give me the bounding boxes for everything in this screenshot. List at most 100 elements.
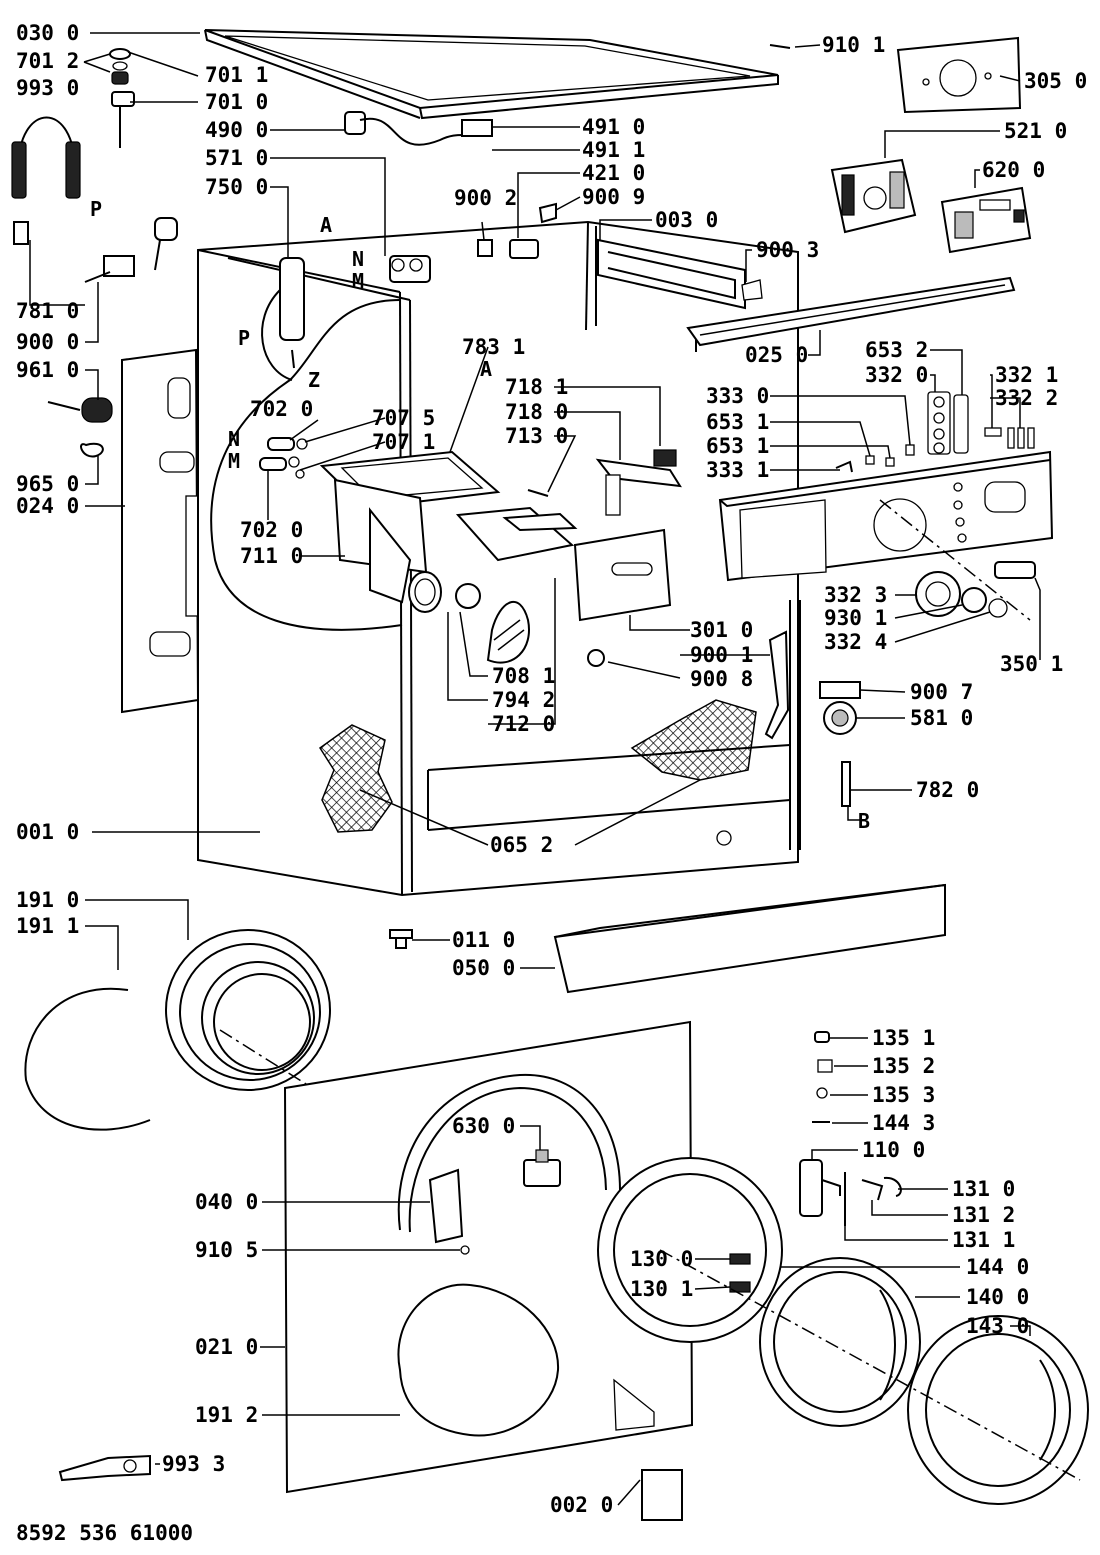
label-001-0: 001 0 — [16, 820, 79, 844]
label-350-1: 350 1 — [1000, 652, 1063, 676]
label-993-0: 993 0 — [16, 76, 79, 100]
label-065-2: 065 2 — [490, 833, 553, 857]
label-490-0: 490 0 — [205, 118, 268, 142]
label-131-0: 131 0 — [952, 1177, 1015, 1201]
label-491-1: 491 1 — [582, 138, 645, 162]
hinge-screws — [812, 1031, 833, 1123]
letter-z-hose: Z — [308, 368, 320, 392]
label-900-3: 900 3 — [756, 238, 819, 262]
label-581-0: 581 0 — [910, 706, 973, 730]
label-930-1: 930 1 — [824, 606, 887, 630]
main-board — [940, 186, 1032, 254]
service-tool — [58, 1454, 151, 1482]
label-050-0: 050 0 — [452, 956, 515, 980]
label-653-1-a: 653 1 — [706, 410, 769, 434]
label-993-3: 993 3 — [162, 1452, 225, 1476]
program-knob — [915, 561, 1036, 618]
label-718-0: 718 0 — [505, 400, 568, 424]
plinth — [553, 883, 946, 994]
letter-a-tube: A — [480, 357, 492, 381]
mains-cable — [344, 111, 493, 146]
label-191-1: 191 1 — [16, 914, 79, 938]
label-712-0: 712 0 — [492, 712, 555, 736]
label-135-2: 135 2 — [872, 1054, 935, 1078]
label-707-1: 707 1 — [372, 430, 435, 454]
label-708-1: 708 1 — [492, 664, 555, 688]
label-332-1: 332 1 — [995, 363, 1058, 387]
water-valve — [389, 255, 431, 283]
door-guide — [764, 630, 790, 740]
label-961-0: 961 0 — [16, 358, 79, 382]
label-491-0: 491 0 — [582, 115, 645, 139]
label-332-2: 332 2 — [995, 386, 1058, 410]
label-702-0-bottom: 702 0 — [240, 518, 303, 542]
label-750-0: 750 0 — [205, 175, 268, 199]
control-bracket — [686, 276, 1016, 352]
label-140-0: 140 0 — [966, 1285, 1029, 1309]
label-910-1: 910 1 — [822, 33, 885, 57]
hose-support — [84, 217, 178, 283]
foot — [389, 929, 413, 949]
door-lock — [523, 1149, 561, 1187]
label-003-0: 003 0 — [655, 208, 718, 232]
part-labels: 030 0 701 2 993 0 701 1 701 0 490 0 571 … — [16, 21, 1087, 1517]
door-outer-frame — [659, 1249, 1089, 1505]
label-701-0: 701 0 — [205, 90, 268, 114]
label-191-0: 191 0 — [16, 888, 79, 912]
leader-lines — [29, 32, 1041, 1506]
nozzles — [259, 437, 308, 479]
label-910-5: 910 5 — [195, 1238, 258, 1262]
screw-910-1 — [769, 44, 791, 49]
label-701-1: 701 1 — [205, 63, 268, 87]
label-965-0: 965 0 — [16, 472, 79, 496]
letter-b-part: B — [858, 809, 870, 833]
label-110-0: 110 0 — [862, 1138, 925, 1162]
filter-cover — [641, 1469, 683, 1521]
letter-n-valve: N — [352, 247, 364, 271]
door-glass — [759, 1257, 921, 1427]
label-191-2: 191 2 — [195, 1403, 258, 1427]
door-hinge-bracket — [428, 1168, 464, 1244]
insulation-pad-right — [630, 699, 757, 781]
label-718-1: 718 1 — [505, 375, 568, 399]
label-025-0: 025 0 — [745, 343, 808, 367]
label-794-2: 794 2 — [492, 688, 555, 712]
label-131-1: 131 1 — [952, 1228, 1015, 1252]
label-333-1: 333 1 — [706, 458, 769, 482]
reference-letters: A P N M P Z A N M B — [90, 197, 870, 833]
front-trim — [597, 238, 763, 310]
label-783-1: 783 1 — [462, 335, 525, 359]
clip-part-9 — [538, 202, 557, 224]
letter-p-hose: P — [90, 197, 102, 221]
label-521-0: 521 0 — [1004, 119, 1067, 143]
button-cluster — [835, 391, 1035, 473]
top-panel — [204, 29, 779, 120]
label-571-0: 571 0 — [205, 146, 268, 170]
label-144-0: 144 0 — [966, 1255, 1029, 1279]
label-421-0: 421 0 — [582, 161, 645, 185]
label-332-4: 332 4 — [824, 630, 887, 654]
label-707-5: 707 5 — [372, 406, 435, 430]
label-130-1: 130 1 — [630, 1277, 693, 1301]
label-900-2: 900 2 — [454, 186, 517, 210]
insulation-pad-left — [318, 724, 393, 833]
label-333-0: 333 0 — [706, 384, 769, 408]
label-653-2: 653 2 — [865, 338, 928, 362]
letter-n-nozzle: N — [228, 427, 240, 451]
label-301-0: 301 0 — [690, 618, 753, 642]
label-002-0: 002 0 — [550, 1493, 613, 1517]
rear-service-cover — [896, 36, 1022, 114]
letter-a-top: A — [320, 213, 332, 237]
pressure-switch — [819, 681, 861, 735]
label-024-0: 024 0 — [16, 494, 79, 518]
label-620-0: 620 0 — [982, 158, 1045, 182]
clip-900-8 — [587, 649, 605, 667]
door-gasket — [24, 929, 651, 1301]
front-panel — [283, 1020, 694, 1494]
drain-filter — [47, 397, 113, 458]
bellows-hose — [455, 583, 530, 664]
thermostat-rod — [841, 761, 851, 807]
label-653-1-b: 653 1 — [706, 434, 769, 458]
parts-drawings — [11, 29, 1089, 1521]
